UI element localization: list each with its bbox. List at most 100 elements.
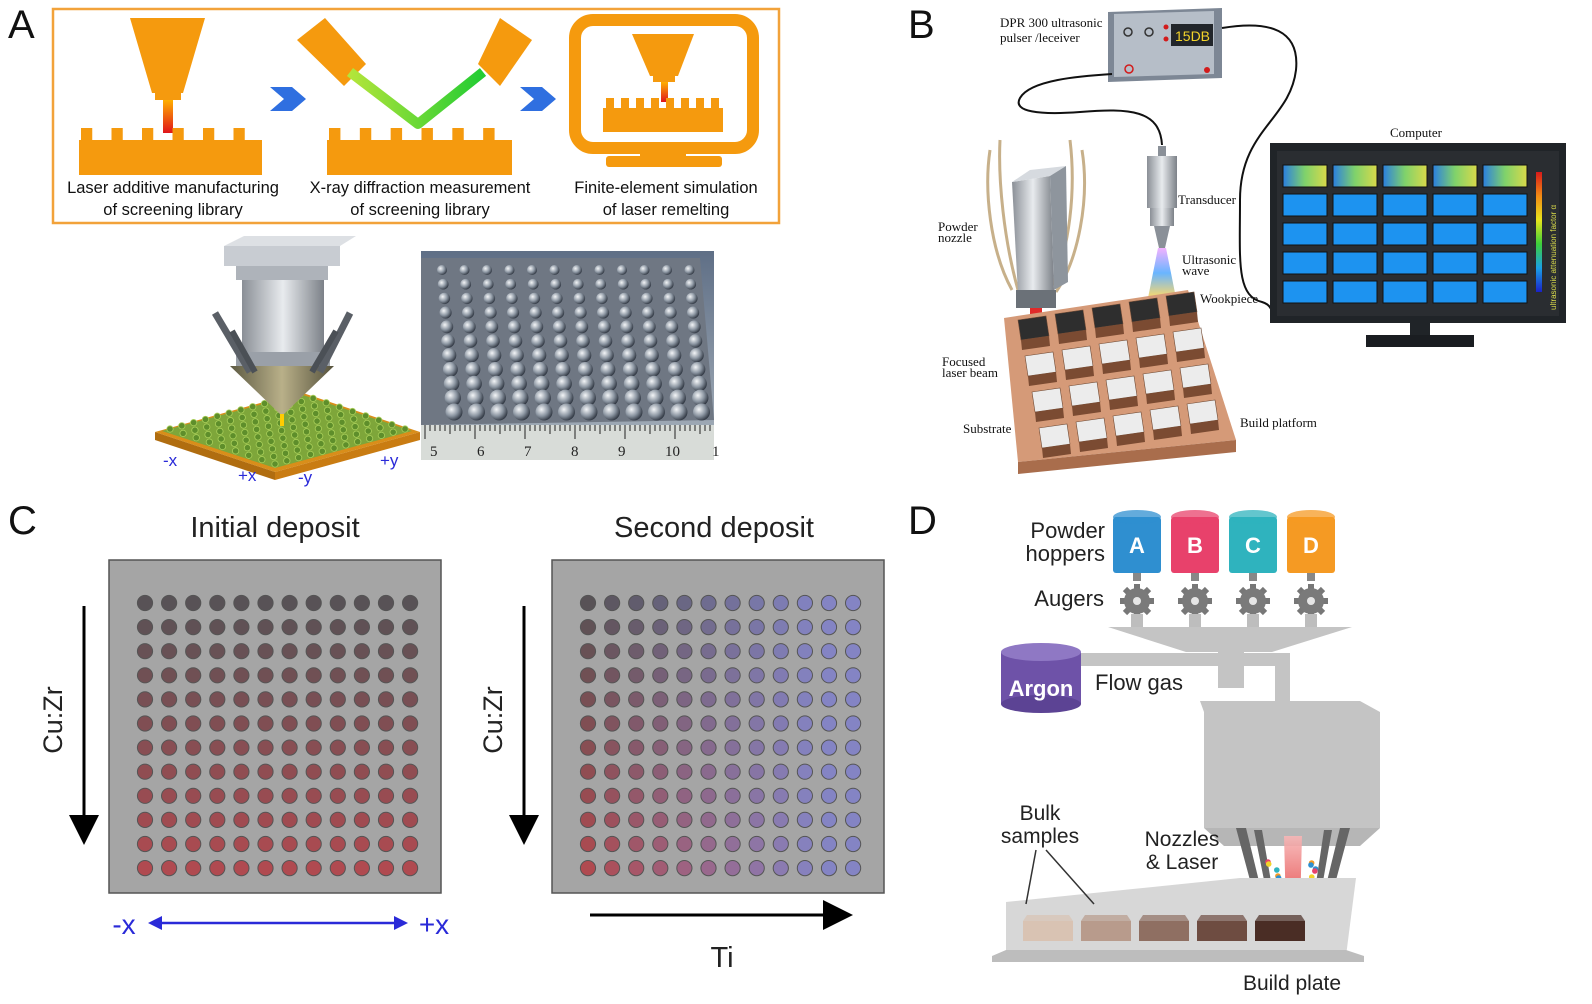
sample-ball bbox=[530, 320, 544, 334]
sample-dot bbox=[579, 691, 597, 708]
sample-dot bbox=[209, 787, 226, 804]
sample-dot bbox=[820, 594, 838, 612]
hopper-top bbox=[1287, 510, 1335, 524]
sample-dot bbox=[724, 643, 741, 660]
sample-dot bbox=[329, 835, 346, 853]
deposit-pad bbox=[225, 409, 233, 417]
fe-simulation-monitor-illustration bbox=[569, 14, 759, 167]
sample-dot bbox=[700, 691, 717, 708]
deposit-pad bbox=[254, 433, 262, 441]
sample-dot bbox=[185, 715, 202, 732]
sample-ball bbox=[465, 361, 481, 377]
hopper-body bbox=[1287, 517, 1335, 573]
pos-x-label: +x bbox=[419, 909, 449, 940]
deposit-pad bbox=[342, 441, 350, 449]
deposit-pad bbox=[268, 445, 276, 453]
sample-dot bbox=[604, 594, 621, 612]
sample-ball bbox=[667, 361, 683, 377]
sample-dot bbox=[652, 860, 669, 877]
sample-dot bbox=[748, 667, 765, 684]
deposit-pad bbox=[166, 425, 174, 433]
sample-dot bbox=[185, 619, 202, 636]
pulser-label-line1: DPR 300 ultrasonic bbox=[1000, 15, 1103, 30]
sample-dot bbox=[233, 787, 250, 804]
axis-pos-y-label: +y bbox=[380, 451, 399, 470]
sample-ball bbox=[507, 306, 520, 319]
library-tooth bbox=[329, 128, 341, 141]
sample-dot bbox=[820, 715, 838, 732]
sample-dot bbox=[353, 860, 370, 877]
sample-ball bbox=[506, 292, 518, 305]
sample-dot bbox=[579, 811, 597, 829]
library-tooth bbox=[621, 98, 629, 108]
sample-ball bbox=[462, 320, 476, 334]
platform-cell-side bbox=[1190, 420, 1219, 434]
library-tooth bbox=[483, 128, 495, 141]
second-deposit-title: Second deposit bbox=[614, 512, 814, 544]
screen-map-cell bbox=[1332, 164, 1378, 188]
sample-dot bbox=[724, 691, 741, 708]
sample-ball bbox=[690, 361, 706, 377]
chevron-right-icon bbox=[520, 87, 556, 111]
platform-cell-top bbox=[1172, 327, 1205, 353]
sample-dot bbox=[136, 715, 154, 732]
sample-dot bbox=[281, 619, 298, 636]
sample-ball bbox=[440, 320, 454, 334]
sample-dot bbox=[353, 787, 370, 804]
sample-dot bbox=[628, 811, 645, 829]
sample-dot bbox=[724, 594, 741, 612]
deposit-pad bbox=[325, 414, 333, 422]
sample-ball bbox=[550, 278, 562, 290]
sample-dot bbox=[796, 835, 814, 853]
screen-map-cell bbox=[1282, 164, 1328, 188]
sample-ball bbox=[597, 320, 611, 334]
sample-dot bbox=[579, 860, 597, 877]
sample-dot bbox=[796, 619, 814, 636]
sample-dot bbox=[676, 715, 693, 732]
sample-ball bbox=[513, 403, 530, 421]
sample-dot bbox=[579, 835, 597, 853]
sample-dot bbox=[353, 811, 370, 829]
sample-dot bbox=[724, 860, 741, 877]
sample-dot bbox=[748, 787, 765, 804]
sample-dot bbox=[233, 811, 250, 829]
sample-dot bbox=[377, 739, 395, 756]
deposit-pad bbox=[204, 430, 212, 439]
powder-particle bbox=[1308, 862, 1314, 868]
sample-dot bbox=[676, 667, 693, 684]
sample-dot bbox=[281, 691, 298, 708]
platform-cell-top bbox=[1098, 339, 1131, 365]
deposit-pad bbox=[364, 427, 372, 435]
sample-ball bbox=[665, 320, 679, 334]
sample-dot bbox=[628, 739, 645, 756]
platform-cell-side bbox=[1058, 330, 1087, 344]
deposit-pad bbox=[238, 413, 246, 422]
sample-ball bbox=[512, 389, 529, 406]
platform-cell-side bbox=[1102, 360, 1131, 374]
sample-ball bbox=[580, 403, 598, 421]
deposit-pad bbox=[230, 439, 238, 447]
deposit-pad bbox=[226, 417, 234, 425]
deposit-pad bbox=[306, 450, 315, 459]
sample-dot bbox=[136, 691, 154, 708]
sample-dot bbox=[281, 715, 298, 732]
sample-ball bbox=[556, 375, 572, 392]
gear-hub bbox=[1249, 597, 1257, 605]
library-tooth bbox=[696, 98, 704, 108]
deposit-pad bbox=[338, 418, 346, 426]
deposit-pad bbox=[239, 421, 248, 429]
sample-dot bbox=[305, 739, 322, 756]
deposit-pad bbox=[264, 422, 273, 430]
sample-dot bbox=[845, 739, 862, 756]
sample-dot bbox=[185, 811, 202, 829]
sample-dot bbox=[700, 667, 717, 684]
library-tooth bbox=[359, 128, 372, 141]
sample-ball bbox=[528, 292, 541, 305]
sample-dot bbox=[748, 811, 765, 829]
deposit-pad bbox=[389, 428, 397, 436]
ruler-tick-label: 9 bbox=[618, 444, 626, 460]
platform-cell-side bbox=[1183, 384, 1212, 398]
sample-dot bbox=[329, 691, 346, 708]
deposit-pad bbox=[179, 429, 187, 437]
